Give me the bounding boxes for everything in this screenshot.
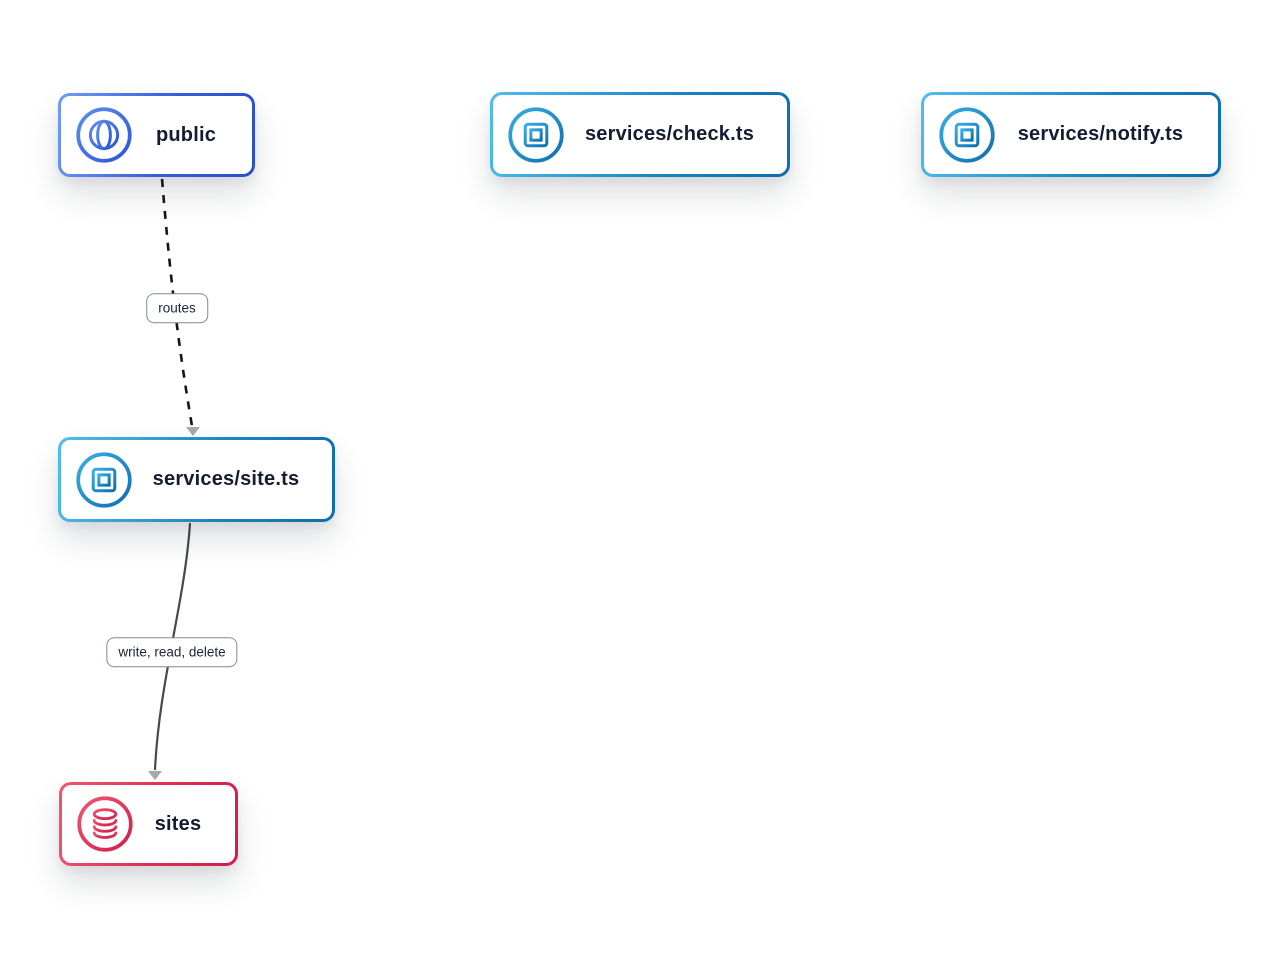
database-icon bbox=[77, 796, 133, 852]
node-label-services-site: services/site.ts bbox=[152, 468, 300, 490]
node-services-check[interactable]: services/check.ts bbox=[490, 92, 790, 177]
edge-label-routes: routes bbox=[146, 293, 208, 323]
node-sites-body: sites bbox=[62, 785, 235, 863]
edge-arrowhead-services-site bbox=[186, 427, 200, 436]
node-services-check-body: services/check.ts bbox=[493, 95, 787, 174]
node-services-notify[interactable]: services/notify.ts bbox=[921, 92, 1221, 177]
cpu-icon bbox=[76, 451, 132, 508]
node-sites[interactable]: sites bbox=[59, 782, 238, 866]
cpu-icon bbox=[508, 106, 564, 163]
node-public[interactable]: public bbox=[58, 93, 255, 177]
node-label-public: public bbox=[155, 123, 217, 146]
node-label-services-check: services/check.ts bbox=[584, 123, 755, 145]
cpu-icon bbox=[939, 106, 995, 163]
edge-arrowhead-sites bbox=[148, 771, 162, 780]
node-services-notify-body: services/notify.ts bbox=[924, 95, 1218, 174]
node-label-services-notify: services/notify.ts bbox=[1017, 123, 1184, 145]
edge-label-write-read-delete: write, read, delete bbox=[106, 637, 238, 667]
node-label-sites: sites bbox=[154, 812, 202, 835]
node-services-site[interactable]: services/site.ts bbox=[58, 437, 335, 522]
node-services-site-body: services/site.ts bbox=[61, 440, 332, 519]
node-public-body: public bbox=[61, 96, 252, 174]
globe-icon bbox=[76, 107, 132, 163]
